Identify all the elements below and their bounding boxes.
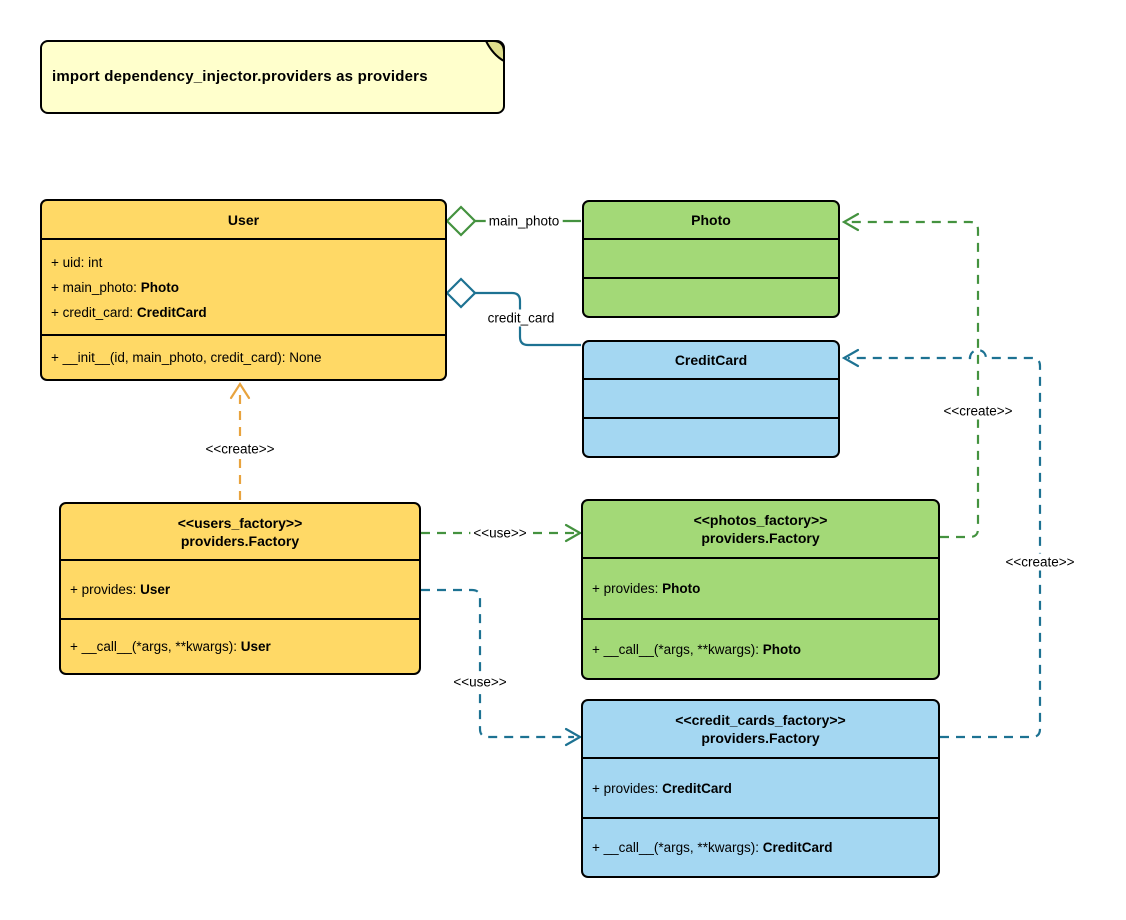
stereotype-label: <<photos_factory>> [693,512,828,528]
note-fold-icon [484,39,505,62]
edge-label-main-photo: main_photo [485,212,563,230]
class-users-factory-title: <<users_factory>> providers.Factory [61,504,419,559]
class-photo-title: Photo [691,212,731,228]
class-credit-card: CreditCard [582,340,840,458]
class-name-label: providers.Factory [701,730,820,746]
attribute-line: + main_photo: Photo [51,279,179,295]
create-credit-card-arrowhead [841,348,860,368]
edge-label-create-user: <<create>> [202,440,278,458]
edge-label-use-credit-cards: <<use>> [450,673,510,691]
method-line: + __init__(id, main_photo, credit_card):… [51,350,322,365]
use-credit-cards-factory-line [421,588,574,739]
stereotype-label: <<credit_cards_factory>> [675,712,846,728]
attribute-line: + provides: Photo [592,581,701,596]
class-credit-card-methods [584,417,838,456]
class-credit-cards-factory-attributes: + provides: CreditCard [583,757,938,817]
class-photo: Photo [582,200,840,318]
use-photos-factory-arrowhead [564,523,583,543]
class-users-factory-attributes: + provides: User [61,559,419,618]
aggregation-main-photo-diamond [445,205,477,237]
attribute-line: + provides: CreditCard [592,780,732,796]
attribute-line: + uid: int [51,254,103,270]
class-users-factory-methods: + __call__(*args, **kwargs): User [61,618,419,673]
edge-label-credit-card: credit_card [484,309,558,327]
import-note: import dependency_injector.providers as … [40,39,505,114]
attribute-line: + provides: User [70,582,171,597]
class-user: User + uid: int + main_photo: Photo + cr… [40,199,447,381]
class-credit-card-attributes [584,378,838,417]
create-photo-line [848,220,980,539]
class-users-factory: <<users_factory>> providers.Factory + pr… [59,502,421,675]
class-photos-factory-methods: + __call__(*args, **kwargs): Photo [583,618,938,678]
method-line: + __call__(*args, **kwargs): Photo [592,641,801,657]
method-line: + __call__(*args, **kwargs): CreditCard [592,840,833,855]
create-photo-arrowhead [841,212,860,232]
attribute-line: + credit_card: CreditCard [51,304,207,320]
edge-label-create-credit-card: <<create>> [1002,553,1078,571]
stereotype-label: <<users_factory>> [177,514,303,531]
note-text: import dependency_injector.providers as … [52,68,428,85]
create-user-arrowhead [229,381,251,400]
class-user-attributes: + uid: int + main_photo: Photo + credit_… [42,238,445,334]
class-photos-factory-attributes: + provides: Photo [583,557,938,618]
class-name-label: providers.Factory [701,530,820,546]
class-user-methods: + __init__(id, main_photo, credit_card):… [42,334,445,379]
create-credit-card-line [848,348,1042,739]
class-credit-card-title: CreditCard [674,352,748,368]
aggregation-credit-card-diamond [445,277,477,309]
edge-label-create-photo: <<create>> [940,402,1016,420]
method-line: + __call__(*args, **kwargs): User [70,639,271,654]
class-photos-factory: <<photos_factory>> providers.Factory + p… [581,499,940,680]
class-credit-cards-factory: <<credit_cards_factory>> providers.Facto… [581,699,940,878]
use-credit-cards-factory-arrowhead [564,727,583,747]
class-photo-methods [584,277,838,316]
class-photos-factory-title: <<photos_factory>> providers.Factory [583,501,938,557]
class-name-label: providers.Factory [180,532,300,549]
edge-label-use-photos: <<use>> [470,524,530,542]
class-user-title: User [227,211,260,228]
class-credit-cards-factory-title: <<credit_cards_factory>> providers.Facto… [583,701,938,757]
class-photo-attributes [584,238,838,277]
class-credit-cards-factory-methods: + __call__(*args, **kwargs): CreditCard [583,817,938,876]
